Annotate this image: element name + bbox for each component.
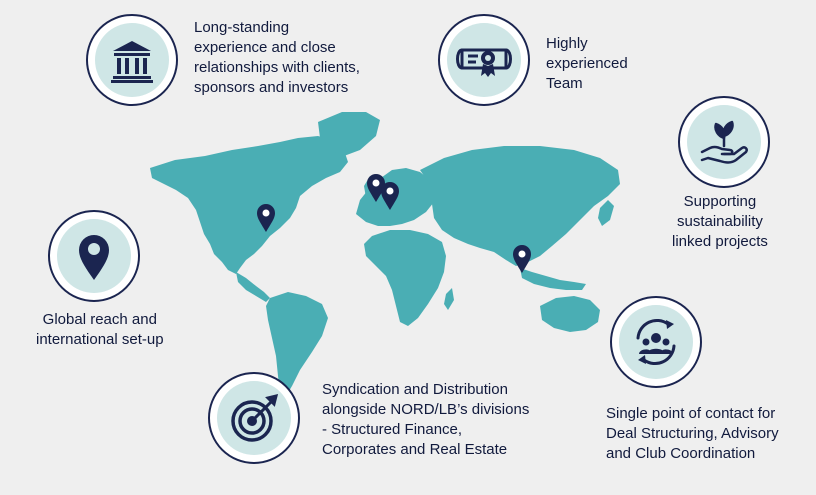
- australia: [540, 296, 600, 332]
- contact-badge: [610, 296, 702, 388]
- contact-text: Single point of contact for Deal Structu…: [606, 405, 779, 462]
- central-america: [236, 272, 270, 302]
- global-text: Global reach and international set-up: [36, 311, 164, 348]
- greenland: [318, 112, 380, 156]
- target-arrow-icon: [231, 393, 279, 442]
- location-markers: [257, 174, 531, 273]
- south-america: [266, 292, 328, 396]
- location-marker-london: [367, 174, 385, 202]
- diploma-certificate-icon: [456, 48, 512, 77]
- north-america: [150, 136, 348, 274]
- hand-plant-icon: [700, 120, 748, 164]
- japan: [598, 200, 614, 226]
- location-marker-singapore: [513, 245, 531, 273]
- syndication-text: Syndication and Distribution alongside N…: [322, 381, 530, 458]
- sustainability-text: Supporting sustainability linked project…: [672, 193, 768, 250]
- team-cycle-icon: [636, 319, 676, 365]
- location-marker-new-york: [257, 204, 275, 232]
- asia: [420, 146, 620, 266]
- team-text: Highly experienced Team: [546, 35, 628, 92]
- sustainability-badge: [678, 96, 770, 188]
- southeast-asia: [520, 268, 586, 290]
- global-badge: [48, 210, 140, 302]
- bank-building-icon: [111, 41, 153, 83]
- location-pin-icon: [79, 235, 109, 280]
- location-marker-hannover: [381, 182, 399, 210]
- experience-badge: [86, 14, 178, 106]
- team-badge: [438, 14, 530, 106]
- africa: [364, 230, 446, 326]
- continents: [150, 112, 620, 396]
- madagascar: [444, 288, 454, 310]
- syndication-badge: [208, 372, 300, 464]
- experience-text: Long-standing experience and close relat…: [194, 19, 360, 96]
